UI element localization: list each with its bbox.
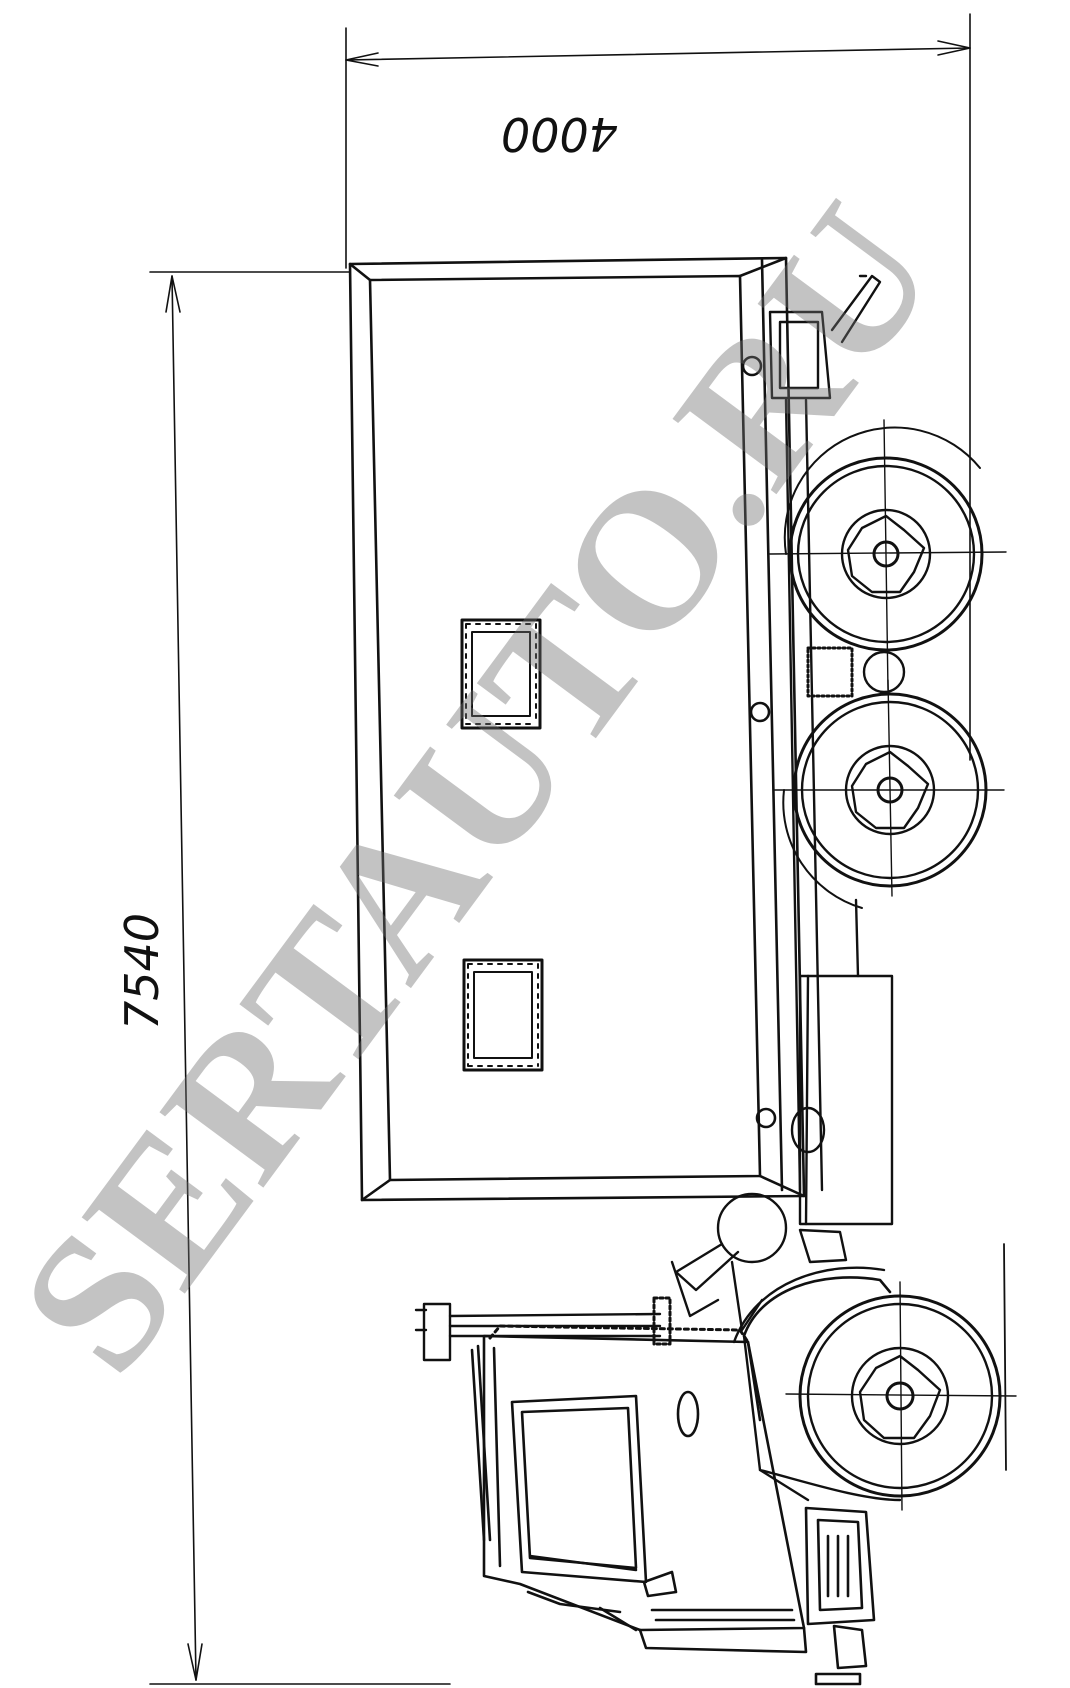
truck-cab [470,1334,808,1654]
length-dimension: 7540 [115,271,451,1685]
cargo-box [348,256,806,1202]
rear-axle-hub [806,646,906,698]
front-wheel [732,1243,1017,1511]
front-bumper [804,1506,876,1686]
box-window-lower [462,958,544,1072]
rear-wheel-upper [769,419,1007,691]
width-dimension-label: 4000 [501,107,618,161]
width-dimension: 4000 [345,13,971,761]
box-window-upper [460,618,542,730]
length-dimension-label: 7540 [115,913,169,1030]
rear-wheel-lower [773,679,1005,909]
spare-wheel-carrier [670,1192,788,1332]
